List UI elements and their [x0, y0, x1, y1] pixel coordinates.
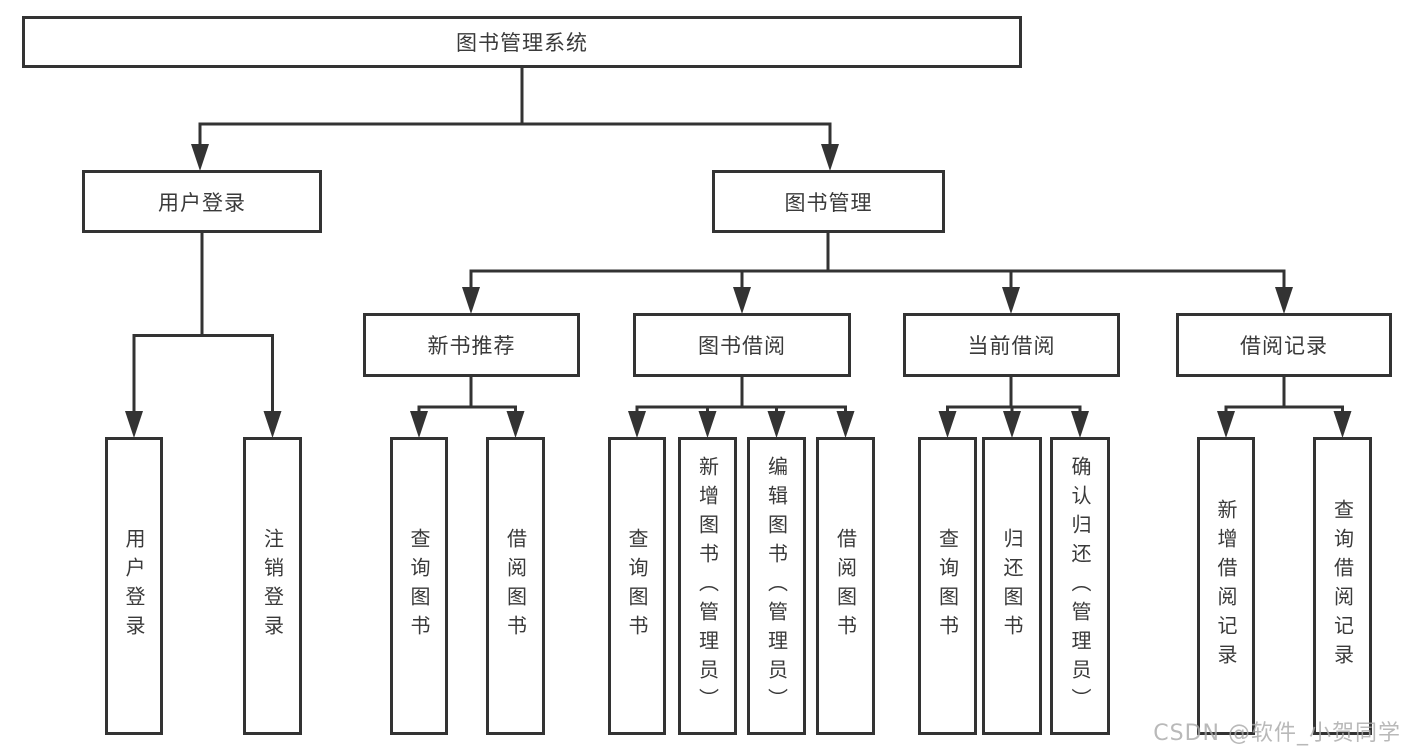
arrowheads	[125, 144, 1352, 438]
node-label: 图书管理	[784, 190, 873, 215]
leaf-label: 查询借阅记录	[1330, 499, 1355, 673]
watermark: CSDN @软件_小贺同学	[1153, 721, 1401, 746]
leaf-label: 查询图书	[625, 528, 649, 644]
node-current-borrow: 当前借阅	[903, 313, 1120, 377]
node-label: 当前借阅	[967, 334, 1056, 358]
node-label: 用户登录	[158, 190, 246, 215]
node-book-borrow: 图书借阅	[633, 313, 851, 377]
leaf-logout: 注销登录	[243, 437, 302, 735]
leaf-edit-books-admin: 编辑图书（管理员）	[747, 437, 806, 735]
leaf-label: 归还图书	[1000, 528, 1024, 644]
leaf-query-books-2: 查询图书	[608, 437, 666, 735]
leaf-user-login: 用户登录	[105, 437, 163, 735]
leaf-confirm-return-admin: 确认归还（管理员）	[1050, 437, 1110, 735]
leaf-label: 借阅图书	[833, 528, 858, 644]
node-user-login: 用户登录	[82, 170, 322, 233]
leaf-query-books-1: 查询图书	[390, 437, 448, 735]
leaf-add-books-admin: 新增图书（管理员）	[678, 437, 737, 735]
leaf-borrow-books-1: 借阅图书	[486, 437, 545, 735]
leaf-label: 用户登录	[122, 528, 146, 644]
leaf-query-borrow-record: 查询借阅记录	[1313, 437, 1372, 735]
node-borrow-records: 借阅记录	[1176, 313, 1392, 377]
leaf-label: 确认归还（管理员）	[1068, 455, 1092, 717]
node-label: 借阅记录	[1240, 334, 1328, 358]
leaf-label: 借阅图书	[503, 528, 528, 644]
leaf-borrow-books-2: 借阅图书	[816, 437, 875, 735]
node-label: 新书推荐	[427, 334, 516, 358]
node-label: 图书管理系统	[456, 31, 588, 55]
node-new-book-recommend: 新书推荐	[363, 313, 580, 377]
leaf-label: 查询图书	[407, 528, 431, 644]
node-label: 图书借阅	[698, 334, 786, 358]
leaf-return-books: 归还图书	[982, 437, 1042, 735]
leaf-label: 编辑图书（管理员）	[764, 455, 789, 717]
leaf-query-books-3: 查询图书	[918, 437, 977, 735]
leaf-label: 新增图书（管理员）	[695, 455, 720, 717]
leaf-label: 注销登录	[260, 528, 285, 644]
node-book-management: 图书管理	[712, 170, 945, 233]
leaf-label: 新增借阅记录	[1214, 499, 1238, 673]
leaf-label: 查询图书	[935, 528, 960, 644]
node-root-library-system: 图书管理系统	[22, 16, 1022, 68]
leaf-add-borrow-record: 新增借阅记录	[1197, 437, 1255, 735]
